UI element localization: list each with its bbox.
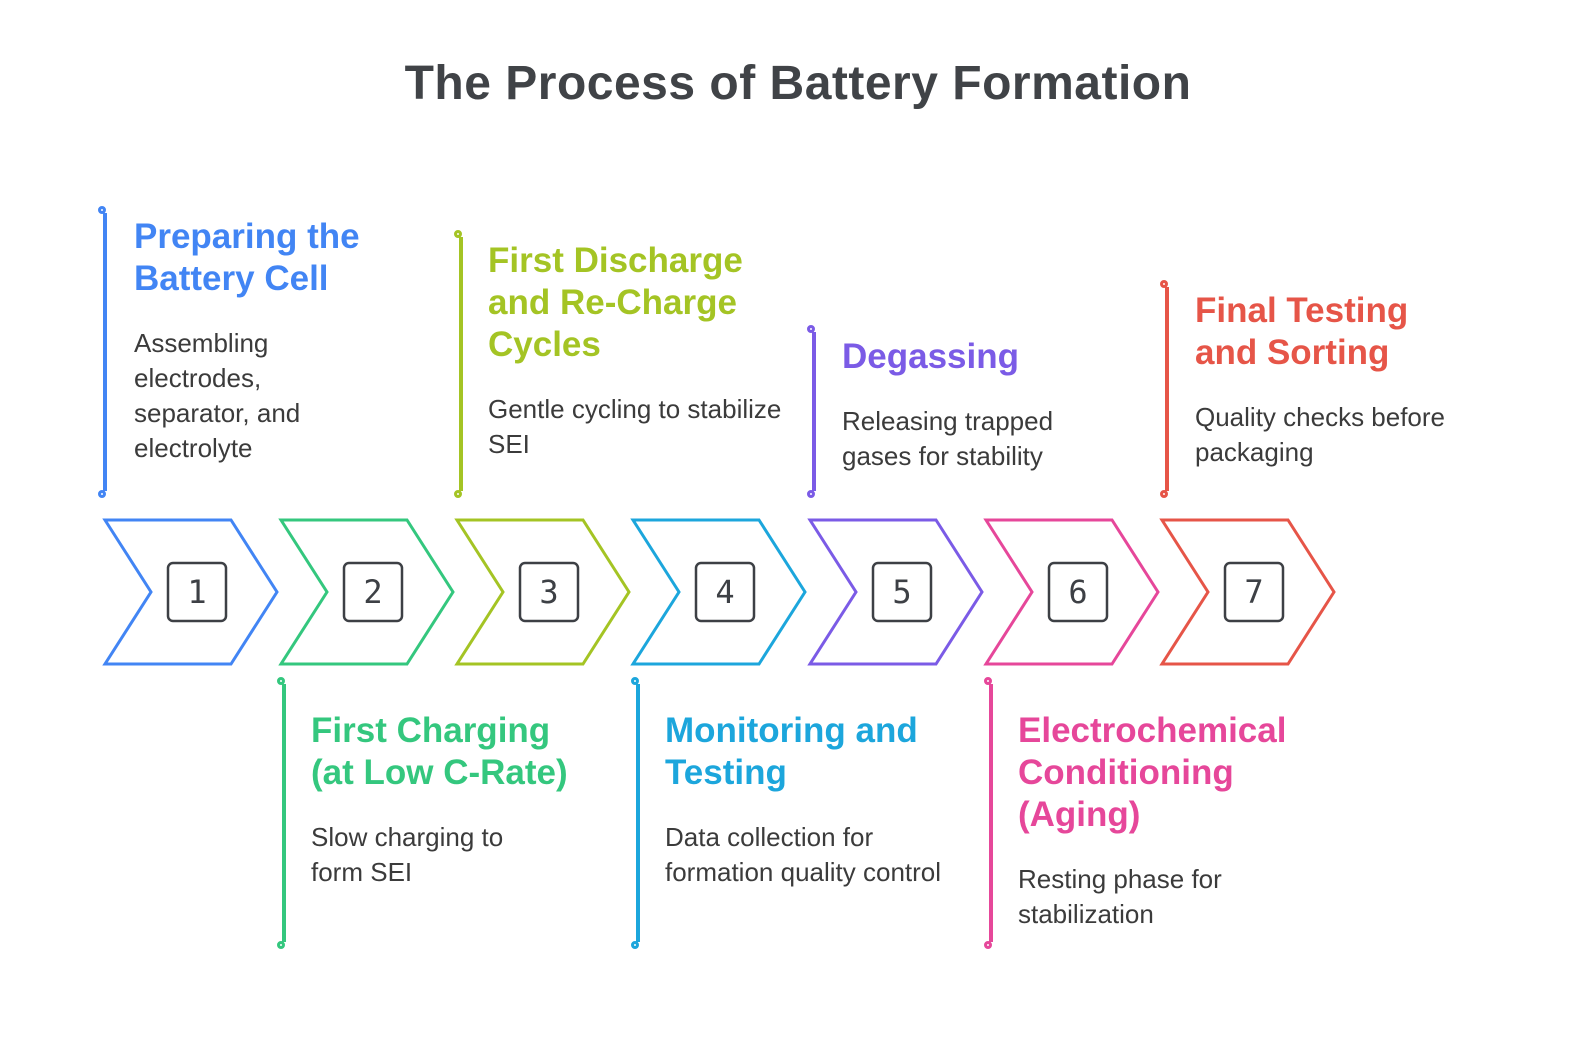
connector-step-3	[454, 230, 468, 498]
step-2-heading: First Charging (at Low C-Rate)	[311, 711, 568, 792]
connector-dot-bottom	[277, 941, 285, 949]
chevron-step-1: 1	[102, 518, 279, 666]
step-number-box	[694, 561, 756, 623]
step-7-heading: Final Testing and Sorting	[1195, 291, 1409, 372]
connector-dot-top	[631, 677, 639, 685]
connector-dot-bottom	[1160, 490, 1168, 498]
step-4-heading: Monitoring and Testing	[665, 711, 918, 792]
connector-line	[282, 684, 286, 942]
chevron-step-6: 6	[983, 518, 1160, 666]
step-6-heading: Electrochemical Conditioning (Aging)	[1018, 711, 1287, 834]
connector-dot-top	[807, 325, 815, 333]
step-number: 4	[715, 573, 734, 611]
connector-step-1	[98, 206, 112, 498]
step-3-heading: First Discharge and Re-Charge Cycles	[488, 241, 743, 364]
step-number-box	[1223, 561, 1285, 623]
chevron-step-7: 7	[1159, 518, 1336, 666]
connector-dot-bottom	[807, 490, 815, 498]
chevron-step-2: 2	[278, 518, 455, 666]
step-number: 3	[539, 573, 558, 611]
step-number: 5	[892, 573, 911, 611]
step-1-label: Preparing the Battery Cell Assembling el…	[134, 216, 414, 466]
connector-line	[989, 684, 993, 942]
step-1-description: Assembling electrodes, separator, and el…	[134, 328, 301, 464]
connector-dot-bottom	[98, 490, 106, 498]
connector-step-6	[984, 677, 998, 949]
chevron-step-3: 3	[454, 518, 631, 666]
step-number-box	[518, 561, 580, 623]
connector-dot-bottom	[984, 941, 992, 949]
chevron-step-4: 4	[630, 518, 807, 666]
chevron-step-5: 5	[807, 518, 984, 666]
connector-dot-top	[98, 206, 106, 214]
step-7-description: Quality checks before packaging	[1195, 402, 1446, 468]
connector-line	[1165, 287, 1169, 491]
step-5-label: Degassing Releasing trapped gases for st…	[842, 336, 1142, 474]
step-3-label: First Discharge and Re-Charge Cycles Gen…	[488, 240, 808, 462]
connector-dot-top	[984, 677, 992, 685]
step-6-description: Resting phase for stabilization	[1018, 864, 1222, 930]
connector-step-5	[807, 325, 821, 498]
step-5-description: Releasing trapped gases for stability	[842, 406, 1054, 472]
diagram-title: The Process of Battery Formation	[404, 57, 1192, 110]
connector-step-7	[1160, 280, 1174, 498]
step-number: 2	[363, 573, 382, 611]
connector-dot-bottom	[631, 941, 639, 949]
connector-step-2	[277, 677, 291, 949]
step-2-label: First Charging (at Low C-Rate) Slow char…	[311, 710, 601, 890]
step-7-label: Final Testing and Sorting Quality checks…	[1195, 290, 1465, 470]
step-5-heading: Degassing	[842, 337, 1019, 376]
step-number-box	[166, 561, 228, 623]
connector-step-4	[631, 677, 645, 949]
connector-dot-top	[277, 677, 285, 685]
step-4-description: Data collection for formation quality co…	[665, 822, 942, 888]
step-number-box	[342, 561, 404, 623]
step-1-heading: Preparing the Battery Cell	[134, 217, 360, 298]
step-number-box	[871, 561, 933, 623]
connector-line	[459, 237, 463, 491]
step-2-description: Slow charging to form SEI	[311, 822, 504, 888]
connector-line	[103, 213, 107, 491]
step-number-box	[1047, 561, 1109, 623]
connector-dot-top	[1160, 280, 1168, 288]
connector-line	[812, 332, 816, 491]
step-4-label: Monitoring and Testing Data collection f…	[665, 710, 975, 890]
step-number: 6	[1068, 573, 1087, 611]
connector-dot-bottom	[454, 490, 462, 498]
step-3-description: Gentle cycling to stabilize SEI	[488, 394, 782, 460]
step-number: 1	[187, 573, 206, 611]
step-number: 7	[1244, 573, 1263, 611]
connector-dot-top	[454, 230, 462, 238]
connector-line	[636, 684, 640, 942]
step-6-label: Electrochemical Conditioning (Aging) Res…	[1018, 710, 1348, 932]
